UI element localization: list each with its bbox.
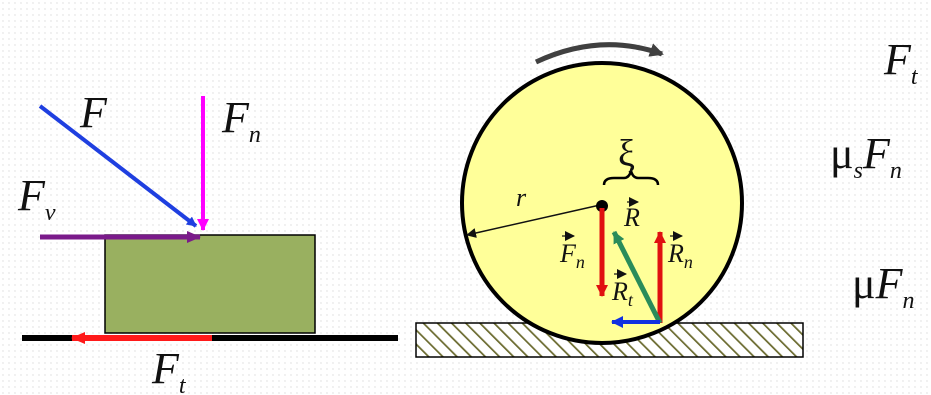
- applied-force-arrow: [38, 104, 198, 228]
- reaction-normal-label: Rn: [667, 239, 693, 272]
- resultant-arrow: [611, 230, 663, 325]
- offset-label: ξ: [618, 133, 635, 175]
- resultant-label: R: [623, 203, 640, 232]
- wheel-diagram: ξ r Fn R Rn Rt: [415, 42, 804, 358]
- rotation-arrow: [534, 42, 664, 65]
- applied-force-label: F: [79, 88, 108, 137]
- formula-tangential-force: Ft: [883, 35, 919, 90]
- radius-label: r: [516, 183, 527, 212]
- formula-static-friction: μsFn: [830, 129, 902, 184]
- block: [104, 234, 316, 334]
- block-diagram: F Fn Fv Ft: [17, 88, 398, 395]
- formula-column: Ft μsFn μFn: [830, 35, 919, 314]
- tangential-reaction-label: Rt: [611, 277, 634, 310]
- wheel-normal-force-label: Fn: [559, 239, 585, 272]
- offset-brace: [602, 166, 660, 186]
- friction-force-label: Ft: [151, 344, 187, 395]
- normal-force-label: Fn: [221, 93, 261, 148]
- horizontal-force-label: Fv: [17, 171, 56, 226]
- radius-line: [466, 204, 601, 238]
- formula-kinetic-friction: μFn: [852, 259, 914, 314]
- wheel-center: [596, 200, 608, 212]
